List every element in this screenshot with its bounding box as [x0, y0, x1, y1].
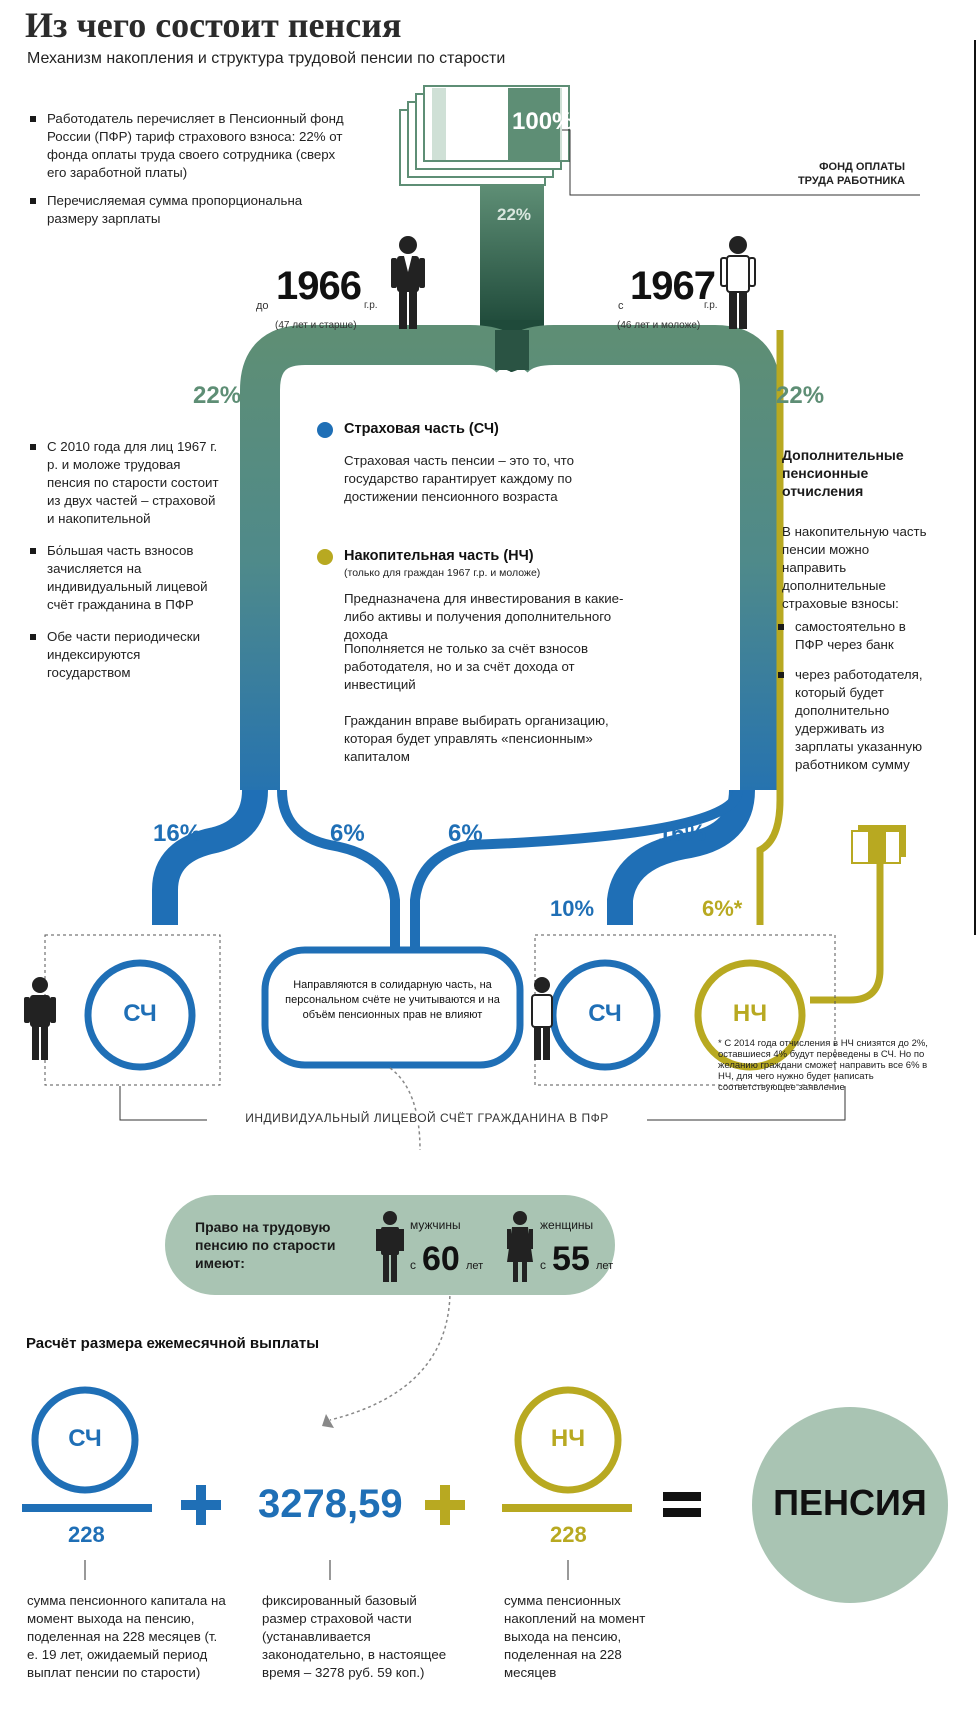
sc-title: Страховая часть (СЧ): [344, 421, 499, 437]
pension-circle: [752, 1407, 948, 1603]
list-item: Бо́льшая часть взносов зачисляется на ин…: [30, 542, 225, 614]
calc-sc-divisor: 228: [68, 1522, 105, 1547]
right-panel-title: Дополнительные пенсионные отчисления: [782, 447, 904, 499]
retirement-text: Право на трудовую пенсию по старости име…: [195, 1219, 336, 1271]
men-age: 60: [422, 1240, 460, 1278]
older-note: (47 лет и старше): [275, 320, 357, 331]
men-prefix: с: [410, 1258, 416, 1272]
fund-percent: 100%: [512, 108, 574, 135]
nc-text-3: Гражданин вправе выбирать организацию, к…: [344, 713, 609, 764]
calc-desc-nc: сумма пенсионных накоплений на момент вы…: [504, 1593, 646, 1680]
right-panel-text: В накопительную часть пенсии можно напра…: [782, 524, 927, 611]
woman-icon: [507, 1211, 533, 1282]
right-branch-percent: 22%: [776, 382, 825, 409]
calc-title: Расчёт размера ежемесячной выплаты: [26, 1335, 320, 1352]
split-right-16: 16%: [658, 820, 707, 847]
nc-subtitle: (только для граждан 1967 г.р. и моложе): [344, 567, 541, 579]
older-man-small-icon: [24, 977, 56, 1060]
calc-nc-divisor: 228: [550, 1522, 587, 1547]
list-item: Обе части периодически индексируются гос…: [30, 628, 225, 682]
left-bullets: С 2010 года для лиц 1967 г. р. и моложе …: [30, 438, 225, 692]
older-year: 1966: [276, 264, 362, 308]
nc-text-2: Пополняется не только за счёт взносов ра…: [344, 641, 589, 692]
calc-desc-base: фиксированный базовый размер страховой ч…: [262, 1593, 447, 1680]
intro-bullets: Работодатель перечисляет в Пенсионный фо…: [30, 110, 350, 238]
younger-note: (46 лет и моложе): [617, 320, 701, 331]
list-item: Перечисляемая сумма пропорциональна разм…: [30, 192, 350, 228]
calc-nc: НЧ: [550, 1425, 586, 1452]
footnote: * С 2014 года отчисления в НЧ снизятся д…: [718, 1038, 928, 1093]
women-suffix: лет: [596, 1260, 614, 1272]
wallet-icon: [851, 825, 906, 864]
man-icon: [376, 1211, 404, 1282]
nc-right-circle: [694, 959, 806, 1071]
nc-dot: [317, 549, 333, 565]
list-item: самостоятельно в ПФР через банк: [778, 618, 938, 654]
older-prefix: до: [256, 300, 269, 312]
left-branch-percent: 22%: [193, 382, 242, 409]
trunk-percent: 22%: [497, 205, 532, 224]
younger-year: 1967: [630, 264, 716, 308]
list-item: С 2010 года для лиц 1967 г. р. и моложе …: [30, 438, 225, 528]
money-stack-icon: [399, 85, 570, 186]
men-label: мужчины: [410, 1218, 461, 1232]
calc-base: 3278,59: [258, 1482, 403, 1526]
sc-text: Страховая часть пенсии – это то, что гос…: [344, 453, 575, 504]
calc-result: ПЕНСИЯ: [773, 1482, 927, 1523]
younger-man-icon: [720, 236, 756, 329]
account-label: ИНДИВИДУАЛЬНЫЙ ЛИЦЕВОЙ СЧЁТ ГРАЖДАНИНА В…: [207, 1111, 647, 1125]
nc-right-label: НЧ: [732, 1000, 768, 1027]
split-10: 10%: [550, 896, 595, 921]
men-suffix: лет: [466, 1260, 484, 1272]
page-title: Из чего состоит пенсия: [25, 5, 402, 45]
list-item: через работодателя, который будет дополн…: [778, 666, 938, 774]
equals-icon: [663, 1492, 701, 1501]
younger-suffix: г.р.: [704, 300, 718, 311]
split-right-6: 6%: [448, 820, 483, 847]
sc-left-label: СЧ: [123, 1000, 157, 1027]
solidarity-text: Направляются в солидарную часть, на перс…: [285, 979, 500, 1021]
younger-man-small-icon: [531, 977, 553, 1060]
split-left-16: 16%: [153, 820, 202, 847]
split-left-6: 6%: [330, 820, 365, 847]
page-subtitle: Механизм накопления и структура трудовой…: [27, 50, 506, 67]
list-item: Работодатель перечисляет в Пенсионный фо…: [30, 110, 350, 182]
younger-prefix: с: [618, 300, 624, 312]
right-panel-bullets: самостоятельно в ПФР через банк через ра…: [778, 618, 938, 784]
older-suffix: г.р.: [364, 300, 378, 311]
solidarity-box: [261, 946, 524, 1069]
older-man-icon: [391, 236, 425, 329]
women-label: женщины: [540, 1218, 594, 1232]
nc-text-1: Предназначена для инвестирования в какие…: [344, 591, 624, 642]
sc-left-circle: [84, 959, 196, 1071]
sc-right-label: СЧ: [588, 1000, 622, 1027]
sc-dot: [317, 422, 333, 438]
women-age: 55: [552, 1240, 590, 1278]
nc-title: Накопительная часть (НЧ): [344, 548, 534, 564]
split-6-star: 6%*: [702, 896, 743, 921]
fund-label: ФОНД ОПЛАТЫ ТРУДА РАБОТНИКА: [797, 161, 905, 187]
calc-desc-sc: сумма пенсионного капитала на момент вых…: [27, 1593, 226, 1680]
calc-sc: СЧ: [68, 1425, 102, 1452]
women-prefix: с: [540, 1258, 546, 1272]
